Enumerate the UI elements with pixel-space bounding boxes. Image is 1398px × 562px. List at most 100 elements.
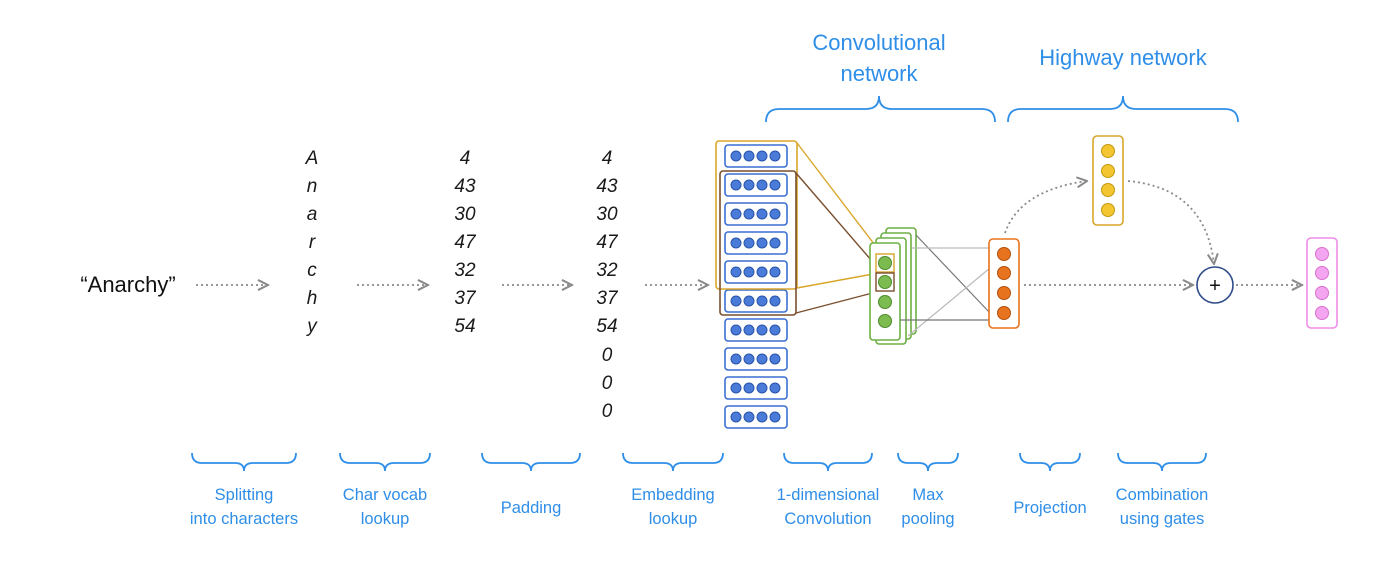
embedding-value-dot — [730, 353, 742, 365]
conv-window-yellow — [715, 140, 798, 290]
conv-projection-line — [796, 142, 885, 258]
embedding-row — [724, 173, 788, 197]
step-label: Padding — [501, 499, 562, 517]
embedding-row-box — [724, 144, 788, 168]
embedding-value-dot — [730, 324, 742, 336]
embedding-value-dot — [769, 208, 781, 220]
embedding-value-dot — [743, 353, 755, 365]
embedding-value-dot — [743, 324, 755, 336]
embedding-row-box — [724, 347, 788, 371]
gate-neuron — [1101, 164, 1115, 178]
projection-neuron — [997, 247, 1011, 261]
embedding-value-dot — [769, 266, 781, 278]
embedding-value-dot — [743, 411, 755, 423]
pooling-line — [915, 234, 991, 314]
step-brace — [1019, 452, 1081, 472]
output-neuron — [1315, 286, 1329, 300]
projection-neuron — [997, 266, 1011, 280]
character: a — [307, 204, 318, 225]
padded-id: 54 — [596, 316, 617, 337]
embedding-value-dot — [756, 208, 768, 220]
embedding-value-dot — [769, 353, 781, 365]
padded-id: 4 — [602, 148, 613, 169]
highway-network-title: Highway network — [1039, 45, 1208, 70]
projection-neuron — [997, 286, 1011, 300]
padded-id: 30 — [596, 204, 618, 225]
embedding-value-dot — [756, 324, 768, 336]
step-label: lookup — [649, 510, 698, 528]
step-label: Embedding — [631, 486, 714, 504]
gate-output-arrow — [1127, 180, 1214, 264]
convolutional-network-brace — [765, 95, 996, 123]
step-brace — [622, 452, 724, 472]
char-id: 43 — [454, 176, 476, 197]
embedding-row-box — [724, 231, 788, 255]
feature-neuron — [878, 314, 892, 328]
embedding-value-dot — [743, 382, 755, 394]
embedding-value-dot — [743, 150, 755, 162]
embedding-value-dot — [730, 150, 742, 162]
step-label: Splitting — [215, 486, 274, 504]
step-label: into characters — [190, 510, 298, 528]
embedding-value-dot — [743, 208, 755, 220]
step-label: Max — [912, 486, 944, 504]
step-brace — [783, 452, 873, 472]
embedding-row — [724, 376, 788, 400]
embedding-value-dot — [730, 295, 742, 307]
character: A — [305, 148, 319, 169]
step-label: Char vocab — [343, 486, 427, 504]
pooling-line — [907, 267, 991, 337]
convolutional-network-title-line2: network — [840, 61, 918, 86]
step-label: 1-dimensional — [777, 486, 880, 504]
embedding-matrix — [724, 144, 788, 429]
char-id: 37 — [454, 288, 477, 309]
gate-input-arrow — [1004, 181, 1087, 234]
embedding-row-box — [724, 405, 788, 429]
projection-vector — [988, 238, 1020, 329]
combine-node — [1196, 266, 1234, 304]
embedding-row — [724, 231, 788, 255]
embedding-value-dot — [756, 237, 768, 249]
embedding-row-box — [724, 173, 788, 197]
character: y — [305, 316, 318, 337]
step-labels: Splitting into characters Char vocab lookup… — [190, 452, 1209, 528]
embedding-row-box — [724, 202, 788, 226]
output-box — [1306, 237, 1338, 329]
feature-neuron — [878, 275, 892, 289]
embedding-value-dot — [756, 179, 768, 191]
conv-feature-maps — [869, 227, 917, 345]
embedding-value-dot — [743, 266, 755, 278]
char-id: 54 — [454, 316, 475, 337]
output-neuron — [1315, 306, 1329, 320]
embedding-row — [724, 202, 788, 226]
embedding-value-dot — [743, 295, 755, 307]
output-vector — [1306, 237, 1338, 329]
gate-vector — [1092, 135, 1124, 226]
feature-neuron — [878, 256, 892, 270]
highway-network-brace — [1007, 95, 1239, 123]
projection-box — [988, 238, 1020, 329]
embedding-value-dot — [769, 150, 781, 162]
feature-highlight-yellow — [875, 253, 895, 273]
embedding-row-box — [724, 289, 788, 313]
step-label: pooling — [901, 510, 954, 528]
embedding-value-dot — [730, 179, 742, 191]
step-brace — [897, 452, 959, 472]
input-word: “Anarchy” — [80, 272, 175, 297]
padded-ids-column: 4 43 30 47 32 37 54 0 0 0 — [596, 148, 619, 422]
embedding-row — [724, 144, 788, 168]
step-label: Combination — [1116, 486, 1209, 504]
embedding-row-box — [724, 376, 788, 400]
character: n — [307, 176, 318, 197]
projection-neuron — [997, 306, 1011, 320]
padded-id: 43 — [596, 176, 618, 197]
step-label: lookup — [361, 510, 410, 528]
gate-neuron — [1101, 144, 1115, 158]
embedding-row — [724, 289, 788, 313]
embedding-value-dot — [730, 208, 742, 220]
embedding-value-dot — [756, 266, 768, 278]
char-id: 30 — [454, 204, 476, 225]
embedding-value-dot — [756, 295, 768, 307]
embedding-value-dot — [769, 411, 781, 423]
